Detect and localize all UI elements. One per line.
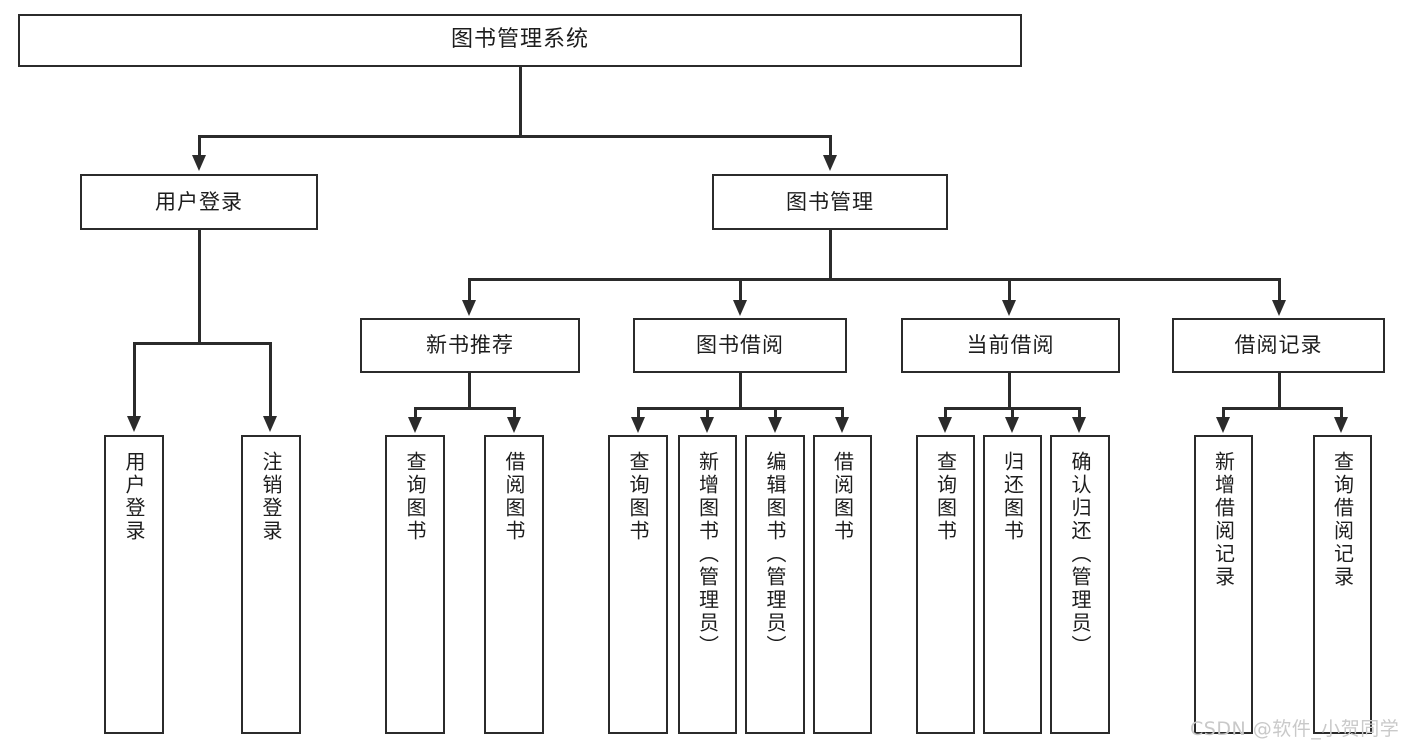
- edge-bookborrow-to-leaf-4: [841, 407, 844, 419]
- arrowhead-current-return: [1005, 417, 1019, 433]
- leaf-newbook-query-book[interactable]: 查询图书: [385, 435, 445, 734]
- edge-currentborrow-to-leaf-1: [944, 407, 947, 419]
- node-label: 用户登录: [122, 451, 146, 543]
- node-new-book-recommend[interactable]: 新书推荐: [360, 318, 580, 373]
- node-label: 借阅图书: [830, 451, 855, 543]
- node-label: 图书借阅: [696, 333, 784, 358]
- node-label: 借阅图书: [502, 451, 526, 543]
- arrowhead-records-add: [1216, 417, 1230, 433]
- arrowhead-book-borrow: [733, 300, 747, 316]
- edge-newbook-to-leaf-2: [513, 407, 516, 419]
- node-label: 当前借阅: [966, 333, 1055, 358]
- node-label: 新增图书（管理员）: [695, 451, 720, 658]
- edge-currentborrow-to-leaf-3: [1078, 407, 1081, 419]
- edge-bookborrow-to-leaf-2: [706, 407, 709, 419]
- edge-newbook-to-leaf-1: [414, 407, 417, 419]
- edge-userlogin-to-leaf-2: [269, 342, 272, 418]
- edge-bookborrow-stem: [739, 373, 742, 409]
- arrowhead-current-confirm: [1072, 417, 1086, 433]
- node-label: 归还图书: [1000, 451, 1025, 543]
- arrowhead-to-user-login: [192, 155, 206, 171]
- node-label: 查询图书: [626, 451, 650, 543]
- leaf-borrow-lend-book[interactable]: 借阅图书: [813, 435, 872, 734]
- leaf-logout[interactable]: 注销登录: [241, 435, 301, 734]
- edge-bookborrow-to-leaf-1: [637, 407, 640, 419]
- leaf-current-confirm-return-admin[interactable]: 确认归还（管理员）: [1050, 435, 1110, 734]
- edge-currentborrow-to-leaf-2: [1011, 407, 1014, 419]
- arrowhead-newbook-query: [408, 417, 422, 433]
- leaf-records-query-record[interactable]: 查询借阅记录: [1313, 435, 1372, 734]
- edge-bookborrow-bus: [637, 407, 843, 410]
- node-book-borrow[interactable]: 图书借阅: [633, 318, 847, 373]
- leaf-records-add-record[interactable]: 新增借阅记录: [1194, 435, 1253, 734]
- arrowhead-current-query: [938, 417, 952, 433]
- edge-root-to-login: [198, 135, 201, 157]
- node-label: 编辑图书（管理员）: [763, 451, 787, 658]
- arrowhead-records-query: [1334, 417, 1348, 433]
- node-label: 确认归还（管理员）: [1068, 451, 1092, 658]
- leaf-current-query-book[interactable]: 查询图书: [916, 435, 975, 734]
- arrowhead-leaf-user-login: [127, 416, 141, 432]
- arrowhead-current-borrow: [1002, 300, 1016, 316]
- arrowhead-borrow-query: [631, 417, 645, 433]
- node-label: 查询图书: [403, 451, 427, 543]
- node-root-system[interactable]: 图书管理系统: [18, 14, 1022, 67]
- arrowhead-leaf-logout: [263, 416, 277, 432]
- edge-userlogin-bus: [133, 342, 271, 345]
- arrowhead-borrow-add: [700, 417, 714, 433]
- node-label: 注销登录: [259, 451, 283, 543]
- node-book-management[interactable]: 图书管理: [712, 174, 948, 230]
- node-label: 查询图书: [933, 451, 958, 543]
- node-current-borrow[interactable]: 当前借阅: [901, 318, 1120, 373]
- arrowhead-newbook-borrow: [507, 417, 521, 433]
- node-label: 借阅记录: [1234, 333, 1323, 358]
- arrowhead-borrow-records: [1272, 300, 1286, 316]
- edge-currentborrow-stem: [1008, 373, 1011, 409]
- leaf-borrow-add-book-admin[interactable]: 新增图书（管理员）: [678, 435, 737, 734]
- edge-records-stem: [1278, 373, 1281, 409]
- arrowhead-borrow-edit: [768, 417, 782, 433]
- edge-userlogin-to-leaf-1: [133, 342, 136, 418]
- edge-bookmgmt-to-current: [1008, 278, 1011, 302]
- edge-root-stem: [519, 67, 522, 137]
- node-user-login[interactable]: 用户登录: [80, 174, 318, 230]
- edge-userlogin-stem: [198, 230, 201, 344]
- node-label: 新增借阅记录: [1211, 451, 1236, 589]
- node-borrow-records[interactable]: 借阅记录: [1172, 318, 1385, 373]
- edge-records-bus: [1222, 407, 1342, 410]
- edge-newbook-bus: [414, 407, 516, 410]
- node-label: 图书管理系统: [450, 27, 589, 53]
- node-label: 查询借阅记录: [1330, 451, 1355, 589]
- watermark-text: CSDN @软件_小贺同学: [1190, 718, 1400, 740]
- node-label: 用户登录: [155, 189, 243, 214]
- csdn-watermark: CSDN @软件_小贺同学: [1190, 714, 1399, 741]
- leaf-borrow-query-book[interactable]: 查询图书: [608, 435, 668, 734]
- edge-root-to-bookmgmt: [829, 135, 832, 157]
- edge-bookmgmt-to-newbook: [468, 278, 471, 302]
- edge-bookmgmt-to-records: [1278, 278, 1281, 302]
- edge-newbook-stem: [468, 373, 471, 409]
- edge-bookmgmt-stem: [829, 230, 832, 280]
- leaf-current-return-book[interactable]: 归还图书: [983, 435, 1042, 734]
- edge-bookmgmt-to-borrow: [739, 278, 742, 302]
- edge-records-to-leaf-2: [1340, 407, 1343, 419]
- edge-bookmgmt-bus: [468, 278, 1280, 281]
- node-label: 图书管理: [786, 189, 874, 214]
- arrowhead-to-book-mgmt: [823, 155, 837, 171]
- edge-bookborrow-to-leaf-3: [774, 407, 777, 419]
- leaf-user-login[interactable]: 用户登录: [104, 435, 164, 734]
- leaf-borrow-edit-book-admin[interactable]: 编辑图书（管理员）: [745, 435, 805, 734]
- arrowhead-borrow-lend: [835, 417, 849, 433]
- leaf-newbook-borrow-book[interactable]: 借阅图书: [484, 435, 544, 734]
- edge-records-to-leaf-1: [1222, 407, 1225, 419]
- edge-root-bus: [198, 135, 832, 138]
- node-label: 新书推荐: [426, 333, 514, 358]
- arrowhead-new-book-rec: [462, 300, 476, 316]
